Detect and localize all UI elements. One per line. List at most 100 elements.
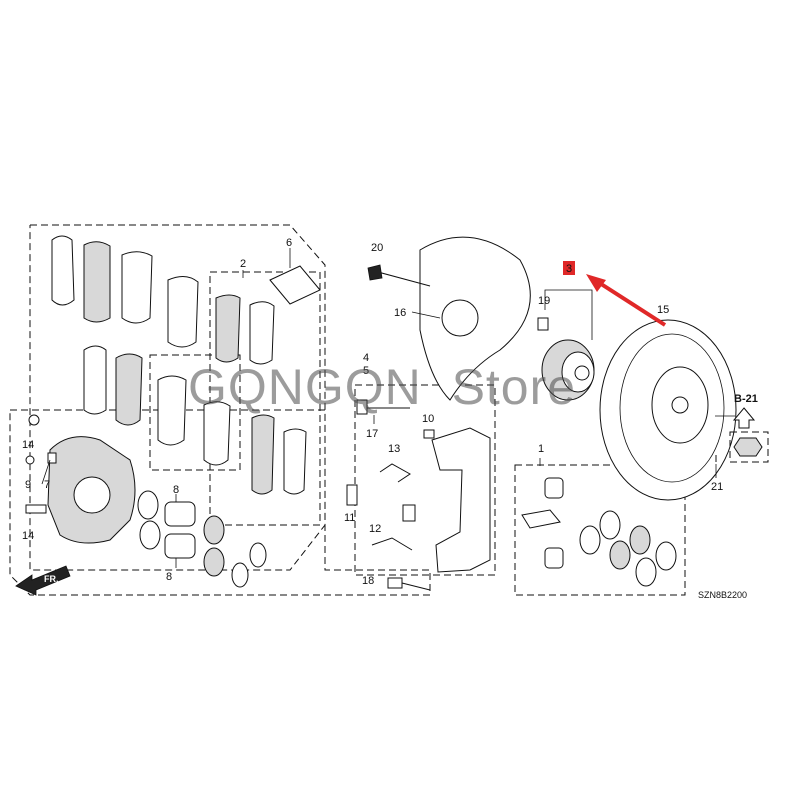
dust-boot[interactable]	[231, 562, 249, 588]
callout-8-upper[interactable]: 8	[173, 484, 179, 496]
disc-center-hole	[671, 396, 689, 414]
caliper-bracket-group	[346, 399, 491, 591]
callout-18[interactable]: 18	[362, 575, 374, 587]
bleeder-screw[interactable]	[28, 414, 40, 426]
shield-center-hole	[441, 299, 479, 337]
fr-arrow-icon	[15, 565, 71, 596]
reference-b21: B-21	[729, 393, 769, 463]
guide-pin-head[interactable]	[356, 399, 368, 415]
brake-disc-group	[599, 319, 737, 501]
front-direction-arrow: FR.	[15, 565, 71, 596]
piston-seal[interactable]	[139, 520, 161, 550]
shim-plate[interactable]	[269, 265, 321, 305]
callout-19[interactable]: 19	[538, 295, 550, 307]
hub-nut[interactable]	[733, 437, 763, 457]
brake-pad[interactable]	[251, 414, 275, 495]
guide-boot[interactable]	[423, 429, 435, 439]
dust-boot[interactable]	[249, 542, 267, 568]
splash-shield-group	[367, 236, 531, 401]
callout-14-lower[interactable]: 14	[22, 530, 34, 542]
lower-group-outline	[9, 409, 431, 596]
grease-packet[interactable]	[521, 509, 561, 529]
dust-seal[interactable]	[655, 541, 677, 571]
callout-14-upper[interactable]: 14	[22, 439, 34, 451]
brake-pad[interactable]	[83, 345, 107, 415]
diagram-code: SZN8B2200	[698, 590, 747, 600]
callout-17[interactable]: 17	[366, 428, 378, 440]
leader-lines	[32, 270, 717, 568]
piston-seal[interactable]	[203, 515, 225, 545]
brake-pad[interactable]	[215, 294, 241, 363]
shield-bolt-head[interactable]	[367, 264, 383, 281]
guide-boot[interactable]	[544, 547, 564, 569]
brake-pad[interactable]	[121, 251, 153, 324]
brake-pad[interactable]	[51, 235, 75, 306]
brake-pad[interactable]	[203, 401, 231, 466]
brake-pad[interactable]	[115, 353, 143, 426]
callout-6[interactable]: 6	[286, 237, 292, 249]
caliper-bore	[73, 476, 111, 514]
callout-10[interactable]: 10	[422, 413, 434, 425]
brake-pad[interactable]	[83, 241, 111, 323]
caliper-piston[interactable]	[164, 501, 196, 527]
bracket-bolt[interactable]	[387, 577, 403, 589]
guide-boot[interactable]	[544, 477, 564, 499]
piston-seal[interactable]	[137, 490, 159, 520]
callout-8-lower[interactable]: 8	[166, 571, 172, 583]
piston-seal[interactable]	[203, 547, 225, 577]
store-watermark: GQNGQN Store	[188, 359, 576, 415]
callout-3-highlight	[563, 261, 575, 275]
caliper-piston[interactable]	[164, 533, 196, 559]
callout-21[interactable]: 21	[711, 481, 723, 493]
reference-box	[729, 431, 769, 463]
brake-pad[interactable]	[167, 276, 199, 348]
callout-13[interactable]: 13	[388, 443, 400, 455]
bleeder-valve[interactable]	[47, 452, 57, 464]
pad-clip[interactable]	[371, 537, 413, 551]
boot-lower[interactable]	[402, 504, 416, 522]
piston-seal[interactable]	[609, 540, 631, 570]
piston-seal[interactable]	[629, 525, 651, 555]
callout-4[interactable]: 4	[363, 352, 369, 364]
caliper-bracket[interactable]	[431, 427, 491, 573]
callout-15[interactable]: 15	[657, 304, 669, 316]
shield-bolt[interactable]	[377, 271, 431, 287]
seal-kit-group	[521, 477, 677, 587]
shim-outline	[149, 354, 241, 471]
brake-pad[interactable]	[283, 428, 307, 495]
piston-seal[interactable]	[579, 525, 601, 555]
hub-bearing-group	[537, 289, 595, 401]
leader-line	[544, 289, 593, 340]
callout-11[interactable]: 11	[344, 512, 355, 524]
callout-1[interactable]: 1	[538, 443, 544, 455]
highlight-arrow	[586, 274, 667, 327]
highlight-arrow-head-icon	[586, 274, 606, 292]
hub-center	[574, 365, 590, 381]
up-arrow-icon	[732, 407, 756, 429]
hub-bolt[interactable]	[537, 317, 549, 331]
callout-7[interactable]: 7	[44, 479, 50, 491]
callout-2[interactable]: 2	[240, 258, 246, 270]
caliper-bolt[interactable]	[25, 504, 47, 514]
callout-20[interactable]: 20	[371, 242, 383, 254]
pad-spring[interactable]	[379, 463, 411, 483]
caliper-body-group	[25, 414, 136, 544]
disc-friction-ring	[619, 333, 725, 483]
callout-5[interactable]: 5	[363, 365, 369, 377]
fr-label: FR.	[44, 574, 59, 584]
cap[interactable]	[25, 455, 35, 465]
pistons-and-seals	[137, 490, 267, 588]
callout-12[interactable]: 12	[369, 523, 381, 535]
brake-pads	[51, 235, 307, 495]
callout-3[interactable]: 3	[566, 263, 572, 275]
piston-seal[interactable]	[599, 510, 621, 540]
callout-16[interactable]: 16	[394, 307, 406, 319]
brake-pad[interactable]	[157, 375, 187, 446]
guide-pin-lower[interactable]	[346, 484, 358, 506]
dust-seal[interactable]	[635, 557, 657, 587]
bolt-shank	[401, 582, 431, 591]
callout-9[interactable]: 9	[25, 479, 31, 491]
brake-pad[interactable]	[249, 301, 275, 365]
